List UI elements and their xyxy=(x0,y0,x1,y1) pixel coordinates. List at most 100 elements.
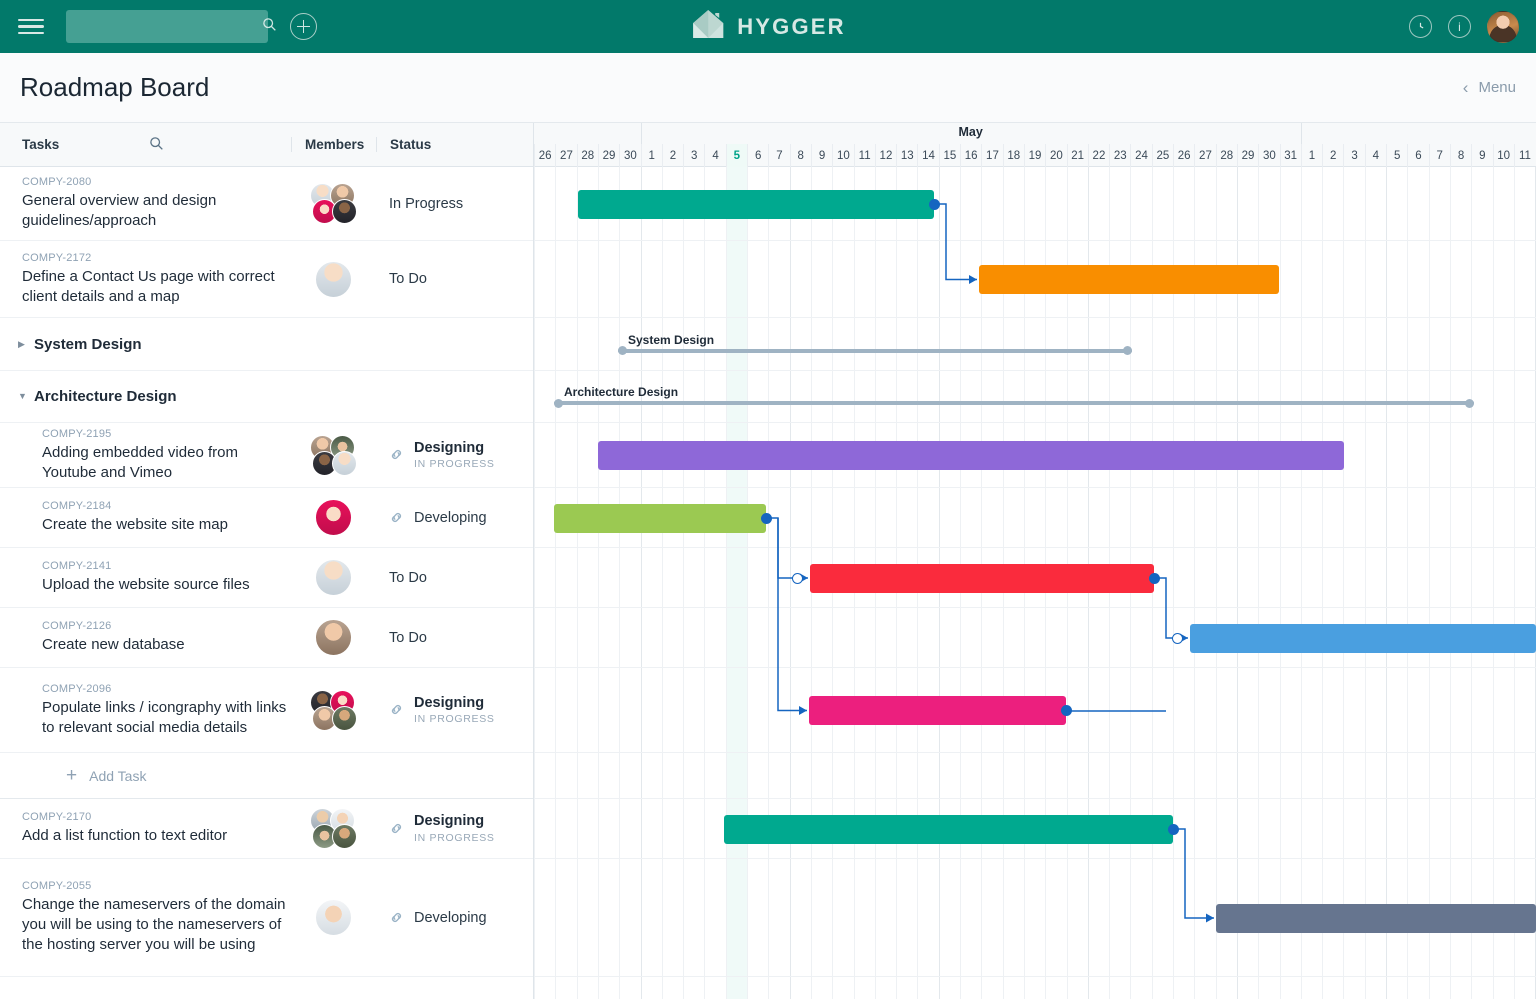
avatar-group[interactable] xyxy=(310,434,357,476)
task-name-cell[interactable]: COMPY-2184 Create the website site map xyxy=(0,500,291,535)
gantt-bar[interactable] xyxy=(724,814,1173,844)
task-group-row[interactable]: ▼ Architecture Design xyxy=(0,371,533,423)
dependency-node[interactable] xyxy=(761,512,772,524)
gantt-bar[interactable] xyxy=(809,696,1066,725)
summary-bar[interactable] xyxy=(618,348,1132,353)
task-name-cell[interactable]: COMPY-2080 General overview and design g… xyxy=(0,176,291,231)
task-row[interactable]: COMPY-2184 Create the website site map D… xyxy=(0,488,533,548)
gantt-bar[interactable] xyxy=(598,441,1344,470)
hamburger-icon[interactable] xyxy=(18,15,44,39)
gantt-bar[interactable] xyxy=(1216,903,1536,933)
day-cell[interactable]: 3 xyxy=(1343,144,1364,167)
day-cell[interactable]: 1 xyxy=(640,144,662,167)
day-cell[interactable]: 13 xyxy=(896,144,917,167)
day-cell[interactable]: 9 xyxy=(1471,144,1492,167)
global-search[interactable] xyxy=(66,10,276,43)
day-cell[interactable]: 21 xyxy=(1066,144,1088,167)
day-cell[interactable]: 28 xyxy=(1215,144,1237,167)
day-cell[interactable]: 3 xyxy=(683,144,704,167)
avatar[interactable] xyxy=(1487,10,1519,43)
search-icon[interactable] xyxy=(149,136,276,154)
day-cell[interactable]: 2 xyxy=(661,144,683,167)
task-row[interactable]: COMPY-2055 Change the nameservers of the… xyxy=(0,859,533,977)
task-row[interactable]: COMPY-2080 General overview and design g… xyxy=(0,167,533,241)
dependency-node[interactable] xyxy=(1061,705,1072,716)
task-name-cell[interactable]: COMPY-2170 Add a list function to text e… xyxy=(0,811,291,846)
day-cell[interactable]: 17 xyxy=(981,144,1002,167)
avatar[interactable] xyxy=(315,619,352,656)
day-cell[interactable]: 19 xyxy=(1023,144,1045,167)
task-status-cell[interactable]: To Do xyxy=(376,570,533,586)
day-cell[interactable]: 5 xyxy=(1386,144,1407,167)
avatar[interactable] xyxy=(315,559,352,596)
day-cell[interactable]: 10 xyxy=(1492,144,1514,167)
chevron-down-icon[interactable]: ▼ xyxy=(18,391,27,401)
avatar-group[interactable] xyxy=(310,689,357,731)
day-cell[interactable]: 10 xyxy=(832,144,853,167)
day-cell[interactable]: 22 xyxy=(1087,144,1109,167)
task-row[interactable]: COMPY-2195 Adding embedded video from Yo… xyxy=(0,423,533,488)
day-cell[interactable]: 6 xyxy=(747,144,768,167)
info-icon[interactable]: i xyxy=(1448,15,1471,38)
task-status-cell[interactable]: To Do xyxy=(376,630,533,646)
task-name-cell[interactable]: COMPY-2195 Adding embedded video from Yo… xyxy=(0,428,291,483)
task-name-cell[interactable]: COMPY-2141 Upload the website source fil… xyxy=(0,560,291,595)
avatar-group[interactable] xyxy=(310,183,357,224)
day-cell[interactable]: 26 xyxy=(1173,144,1194,167)
day-cell[interactable]: 26 xyxy=(534,144,555,167)
search-input[interactable] xyxy=(66,19,262,34)
avatar[interactable] xyxy=(315,899,352,936)
add-button[interactable] xyxy=(290,13,317,40)
task-group-row[interactable]: ▶ System Design xyxy=(0,318,533,371)
menu-toggle-button[interactable]: ‹ Menu xyxy=(1463,79,1516,96)
day-cell[interactable]: 30 xyxy=(619,144,640,167)
day-cell[interactable]: 11 xyxy=(1513,144,1535,167)
task-status-cell[interactable]: Designing IN PROGRESS xyxy=(376,813,533,844)
task-name-cell[interactable]: COMPY-2126 Create new database xyxy=(0,620,291,655)
day-cell[interactable]: 20 xyxy=(1045,144,1066,167)
task-row[interactable]: COMPY-2126 Create new database To Do xyxy=(0,608,533,668)
day-cell[interactable]: 7 xyxy=(768,144,789,167)
day-cell[interactable]: 12 xyxy=(874,144,896,167)
day-cell[interactable]: 31 xyxy=(1279,144,1301,167)
task-row[interactable]: COMPY-2170 Add a list function to text e… xyxy=(0,799,533,859)
day-cell[interactable]: 29 xyxy=(597,144,619,167)
task-name-cell[interactable]: COMPY-2055 Change the nameservers of the… xyxy=(0,880,291,955)
group-row-inner[interactable]: ▶ System Design xyxy=(0,336,142,353)
day-cell[interactable]: 2 xyxy=(1322,144,1343,167)
task-status-cell[interactable]: Designing IN PROGRESS xyxy=(376,440,533,470)
day-cell[interactable]: 6 xyxy=(1407,144,1428,167)
gantt-bar[interactable] xyxy=(1190,623,1536,653)
task-name-cell[interactable]: COMPY-2096 Populate links / icongraphy w… xyxy=(0,683,291,738)
group-row-inner[interactable]: ▼ Architecture Design xyxy=(0,388,177,405)
add-task-row[interactable]: + Add Task xyxy=(0,753,533,799)
day-cell[interactable]: 9 xyxy=(810,144,832,167)
dependency-node[interactable] xyxy=(1171,632,1183,644)
task-status-cell[interactable]: Developing xyxy=(376,510,533,526)
gantt-bar[interactable] xyxy=(979,265,1279,294)
day-cell[interactable]: 27 xyxy=(1194,144,1215,167)
day-cell[interactable]: 24 xyxy=(1130,144,1151,167)
day-cell[interactable]: 8 xyxy=(1449,144,1471,167)
task-status-cell[interactable]: In Progress xyxy=(376,196,533,212)
gantt-bar[interactable] xyxy=(810,563,1154,593)
day-cell[interactable]: 27 xyxy=(555,144,576,167)
day-cell[interactable]: 11 xyxy=(853,144,875,167)
task-name-cell[interactable]: COMPY-2172 Define a Contact Us page with… xyxy=(0,252,291,307)
task-status-cell[interactable]: To Do xyxy=(376,271,533,287)
avatar-group[interactable] xyxy=(310,808,357,849)
day-cell[interactable]: 30 xyxy=(1258,144,1279,167)
gantt-bar[interactable] xyxy=(578,189,934,219)
day-cell[interactable]: 25 xyxy=(1151,144,1173,167)
chevron-right-icon[interactable]: ▶ xyxy=(18,338,25,349)
dependency-node[interactable] xyxy=(929,198,940,210)
day-cell[interactable]: 8 xyxy=(789,144,811,167)
app-logo[interactable]: HYGGER xyxy=(690,8,846,45)
day-cell[interactable]: 23 xyxy=(1109,144,1130,167)
day-cell[interactable]: 7 xyxy=(1428,144,1450,167)
day-cell[interactable]: 28 xyxy=(576,144,598,167)
day-cell[interactable]: 18 xyxy=(1002,144,1024,167)
avatar[interactable] xyxy=(315,499,352,536)
